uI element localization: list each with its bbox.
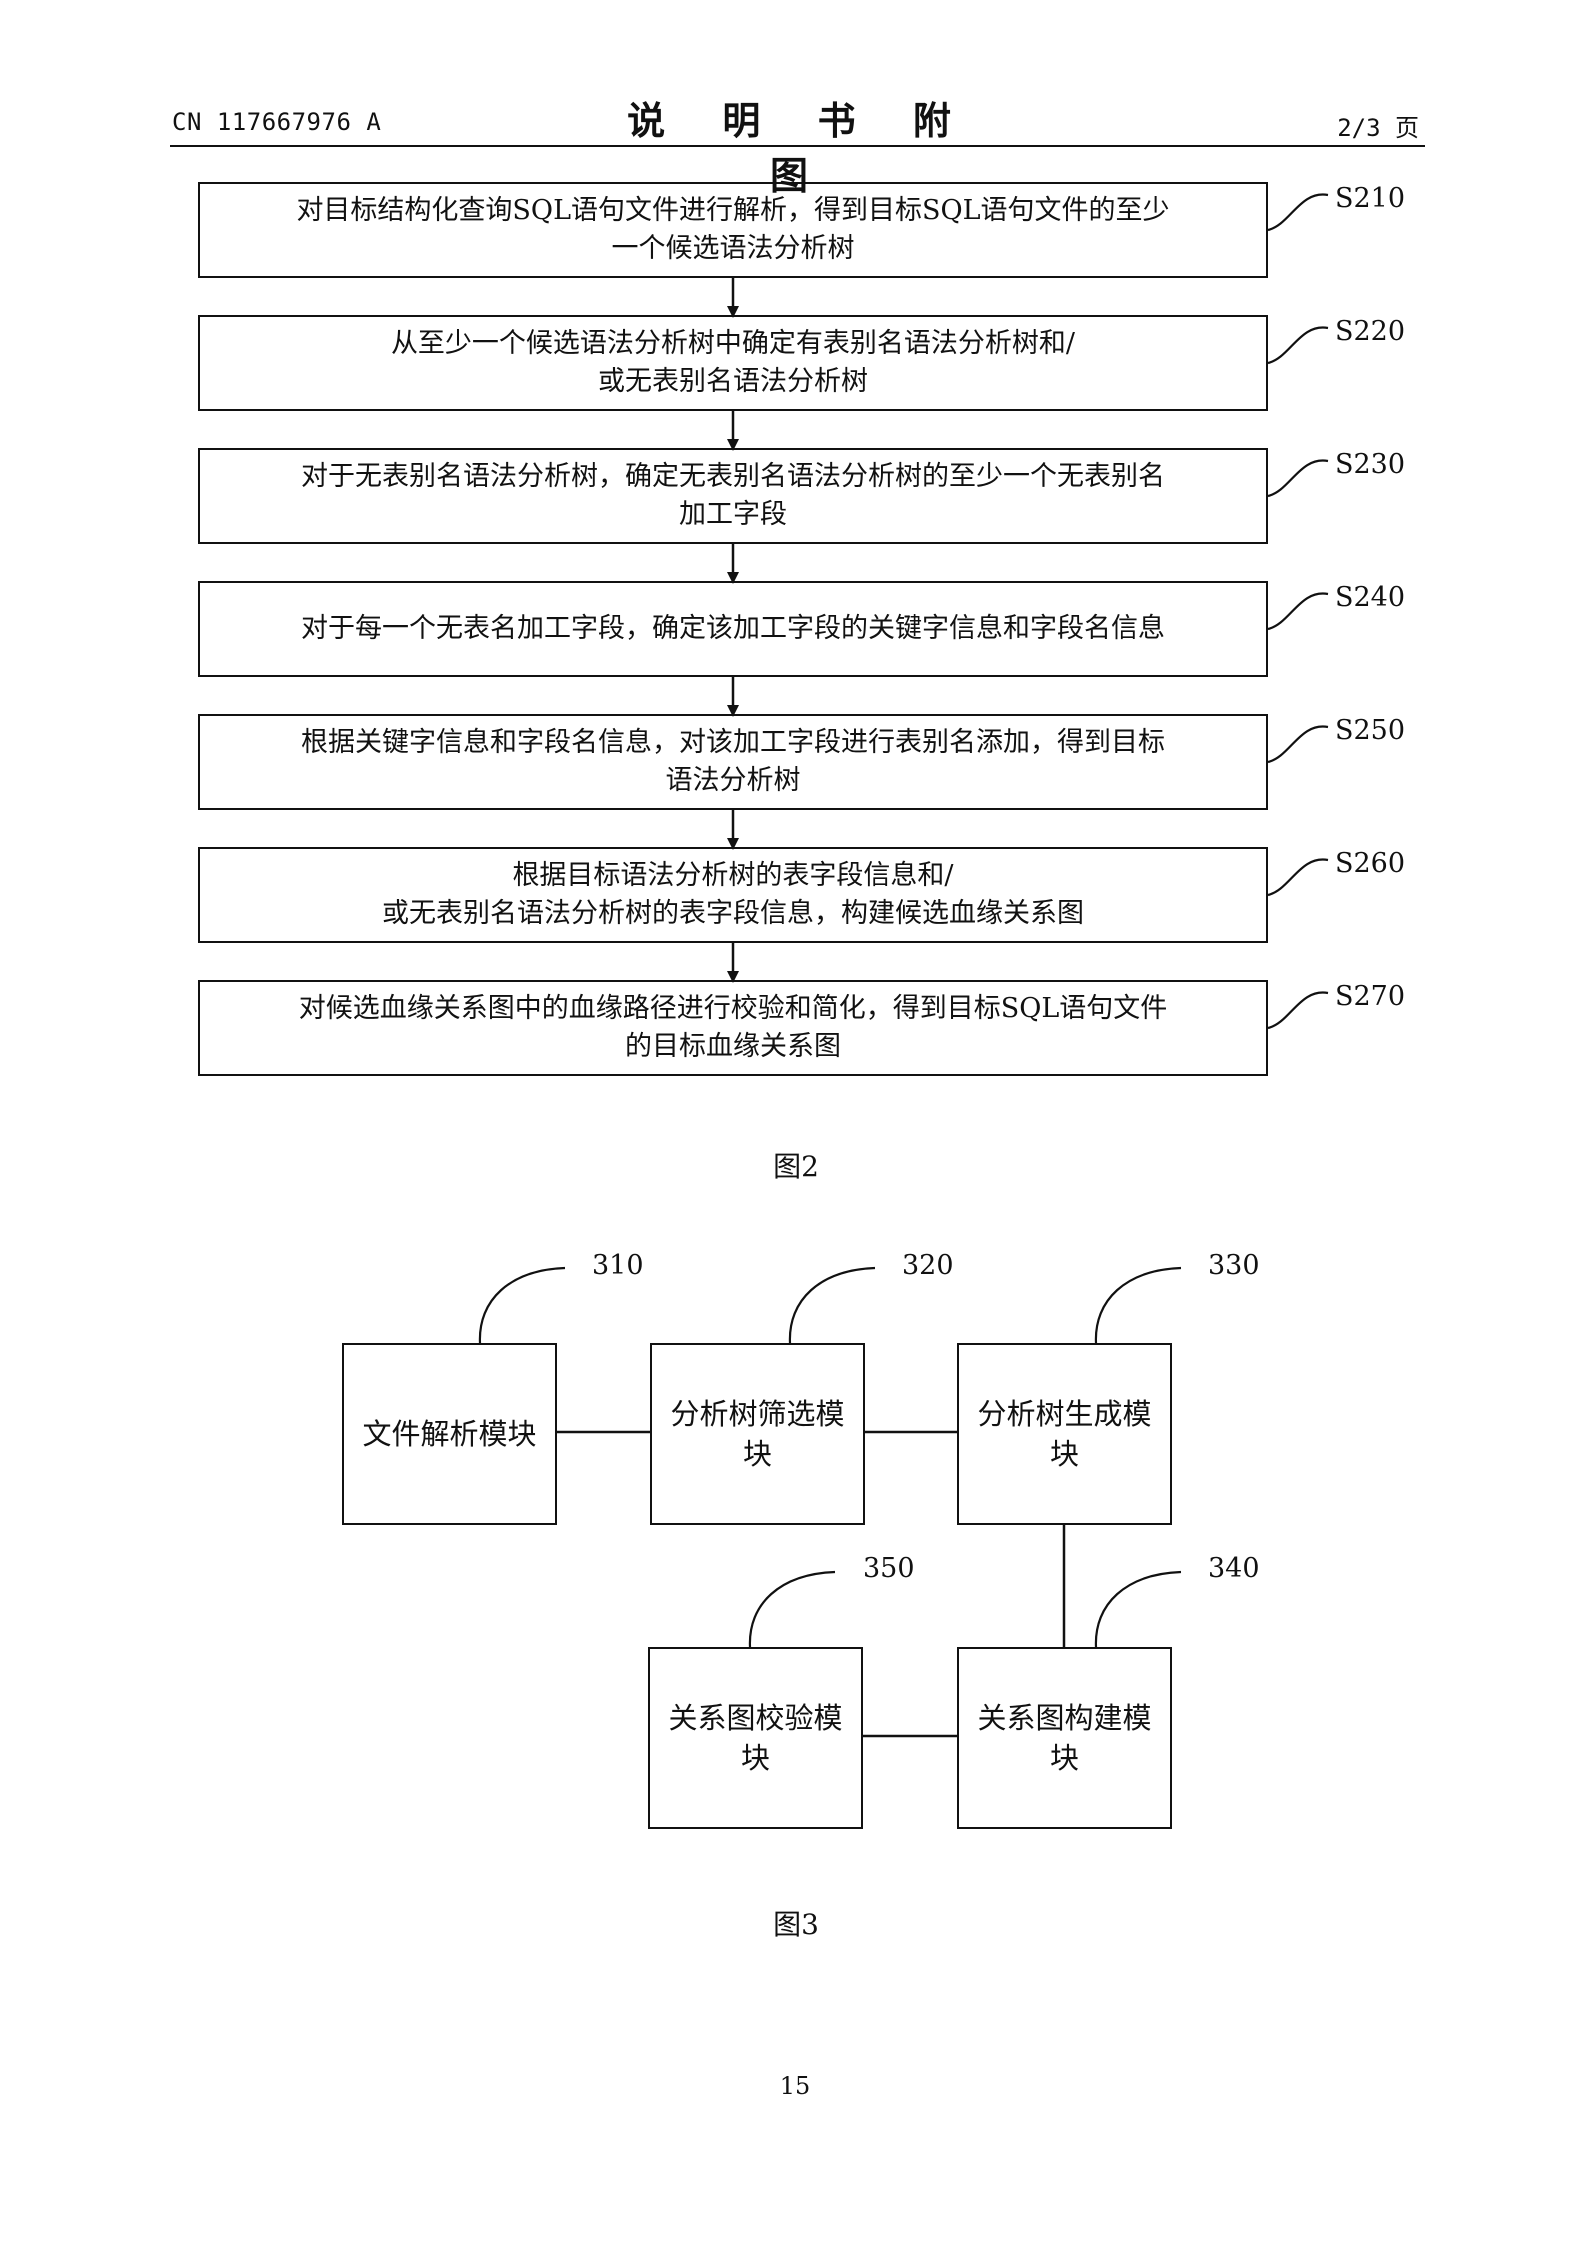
module-label: 320: [902, 1250, 954, 1281]
module-text: 分析树筛选模块: [670, 1397, 845, 1471]
step-label: S230: [1335, 449, 1406, 480]
label-leader: [1094, 1266, 1182, 1344]
module-box: 分析树筛选模块: [650, 1343, 865, 1525]
label-leader: [1267, 858, 1329, 897]
step-label: S270: [1335, 981, 1406, 1012]
label-leader: [1094, 1570, 1182, 1648]
figure-caption: 图3: [773, 1908, 819, 1941]
module-box: 分析树生成模块: [957, 1343, 1172, 1525]
label-leader: [1267, 459, 1329, 498]
step-label: S210: [1335, 183, 1406, 214]
flow-step: 根据关键字信息和字段名信息，对该加工字段进行表别名添加，得到目标 语法分析树: [198, 714, 1268, 810]
step-label: S250: [1335, 715, 1406, 746]
flow-step: 对于无表别名语法分析树，确定无表别名语法分析树的至少一个无表别名 加工字段: [198, 448, 1268, 544]
module-label: 330: [1208, 1250, 1260, 1281]
figure-caption: 图2: [773, 1150, 819, 1183]
module-text: 分析树生成模块: [977, 1397, 1152, 1471]
label-leader: [1267, 193, 1329, 232]
module-label: 310: [592, 1250, 644, 1281]
module-text: 文件解析模块: [362, 1417, 537, 1451]
module-box: 文件解析模块: [342, 1343, 557, 1525]
module-label: 350: [863, 1553, 915, 1584]
module-box: 关系图校验模块: [648, 1647, 863, 1829]
document-title: 说 明 书 附 图: [627, 98, 973, 198]
step-label: S240: [1335, 582, 1406, 613]
module-text: 关系图构建模块: [977, 1701, 1152, 1775]
flow-step: 从至少一个候选语法分析树中确定有表别名语法分析树和/ 或无表别名语法分析树: [198, 315, 1268, 411]
page-count: 2/3 页: [1337, 114, 1419, 142]
page-number: 15: [779, 2072, 811, 2100]
step-label: S220: [1335, 316, 1406, 347]
label-leader: [788, 1266, 876, 1344]
flow-step: 对目标结构化查询SQL语句文件进行解析，得到目标SQL语句文件的至少 一个候选语…: [198, 182, 1268, 278]
module-label: 340: [1208, 1553, 1260, 1584]
label-leader: [1267, 725, 1329, 764]
publication-number: CN 117667976 A: [172, 108, 382, 136]
label-leader: [478, 1266, 566, 1344]
module-box: 关系图构建模块: [957, 1647, 1172, 1829]
flow-step: 对候选血缘关系图中的血缘路径进行校验和简化，得到目标SQL语句文件 的目标血缘关…: [198, 980, 1268, 1076]
flow-step: 对于每一个无表名加工字段，确定该加工字段的关键字信息和字段名信息: [198, 581, 1268, 677]
label-leader: [1267, 592, 1329, 631]
step-label: S260: [1335, 848, 1406, 879]
module-text: 关系图校验模块: [668, 1701, 843, 1775]
label-leader: [1267, 991, 1329, 1030]
label-leader: [1267, 326, 1329, 365]
label-leader: [748, 1570, 836, 1648]
flow-step: 根据目标语法分析树的表字段信息和/ 或无表别名语法分析树的表字段信息，构建候选血…: [198, 847, 1268, 943]
header-rule: [170, 145, 1425, 147]
